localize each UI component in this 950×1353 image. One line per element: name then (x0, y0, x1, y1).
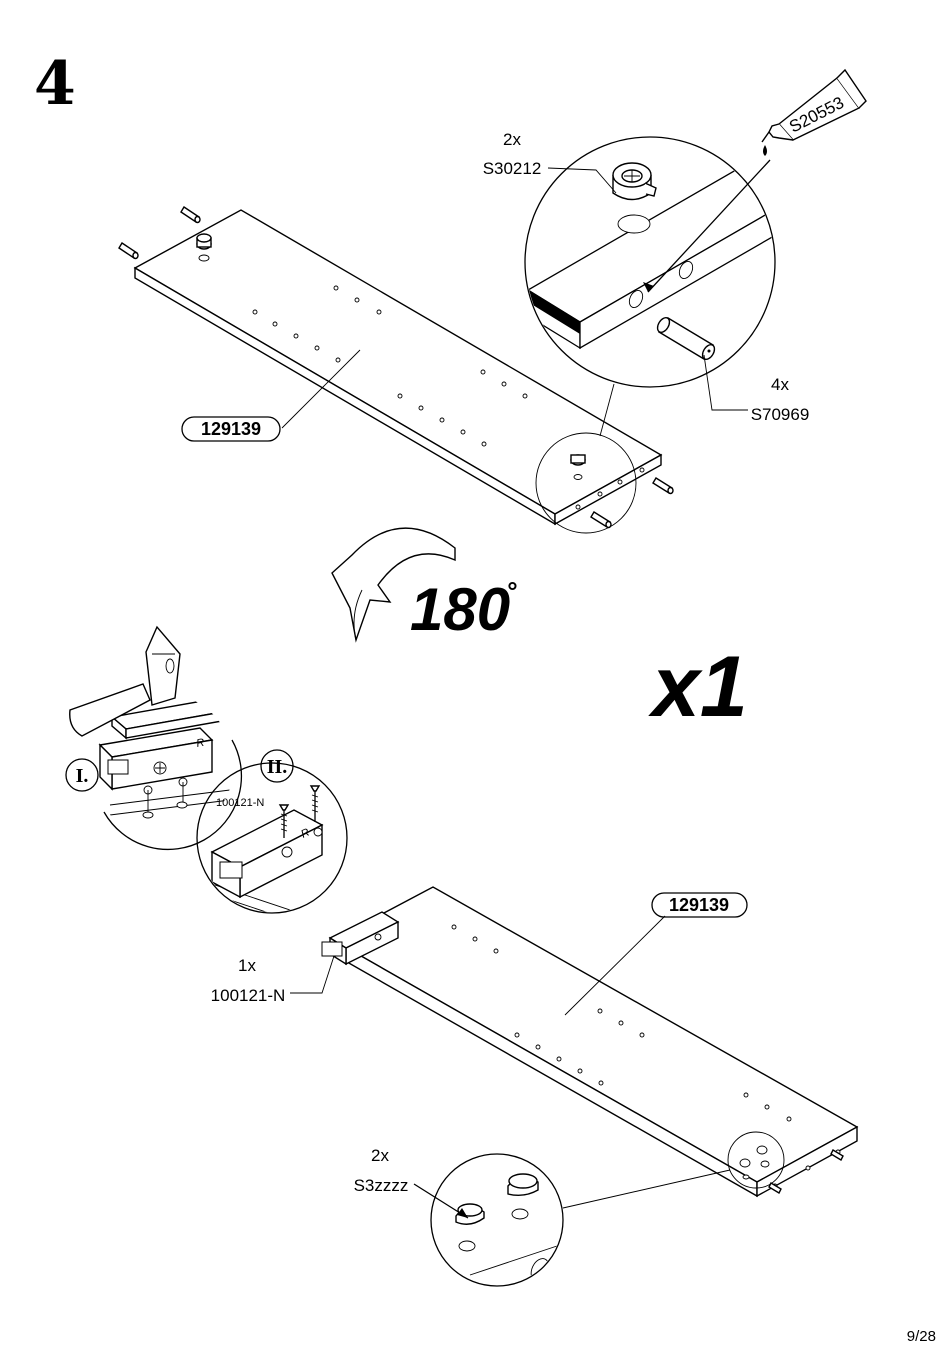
latch-step-two: 100121-N II. (196, 749, 348, 914)
latch-qty: 1x (238, 956, 256, 975)
cam-fitting-icon (196, 233, 212, 262)
step-one-badge (65, 758, 99, 792)
latch-detail-code: 100121-N (216, 797, 264, 809)
bottom-panel-holes (451, 924, 841, 1189)
step-number: 4 (34, 49, 76, 119)
rotation-label: 180 (410, 576, 510, 643)
hammer-icon (69, 625, 181, 737)
screw-icon (278, 785, 321, 838)
cap-qty: 2x (371, 1146, 389, 1165)
rotation-degree: ° (506, 576, 517, 606)
dowel-detail-icon (656, 316, 716, 361)
rotate-arrow-icon (331, 527, 456, 643)
dowel-icon (118, 206, 201, 260)
dowel-qty: 4x (771, 375, 789, 394)
dowel-code: S70969 (751, 405, 810, 424)
step-one-label: I. (76, 765, 89, 787)
latch-code: 100121-N (211, 986, 286, 1005)
bottom-detail-callout: 2x S3zzzz (354, 1146, 731, 1287)
glue-tube-icon: S20553 (761, 68, 867, 156)
cam-qty: 2x (503, 130, 521, 149)
cam-fitting-detail-icon (612, 162, 657, 234)
bottom-panel-label: 129139 (669, 895, 729, 915)
multiplier: x1 (648, 639, 748, 735)
cover-cap-icon (455, 1173, 539, 1252)
cap-code: S3zzzz (354, 1176, 409, 1195)
top-panel-label-pill (181, 416, 281, 442)
top-panel-holes (252, 285, 528, 447)
right-end-fittings (535, 432, 674, 534)
cam-code: S30212 (483, 159, 542, 178)
step-two-badge (260, 749, 294, 783)
top-detail-callout: S20553 2x S30212 4x S70969 (483, 68, 867, 437)
latch-step-one: I. (65, 625, 243, 851)
top-panel-drawing: 129139 (118, 206, 674, 534)
step-two-label: II. (267, 756, 288, 778)
bottom-panel-label-pill (651, 892, 748, 918)
latch-marking: R (195, 737, 205, 750)
latch-icon (321, 911, 400, 966)
top-panel-label: 129139 (201, 419, 261, 439)
page-number: 9/28 (906, 1328, 936, 1345)
bottom-panel-drawing: 129139 1x 100121-N (211, 886, 859, 1198)
